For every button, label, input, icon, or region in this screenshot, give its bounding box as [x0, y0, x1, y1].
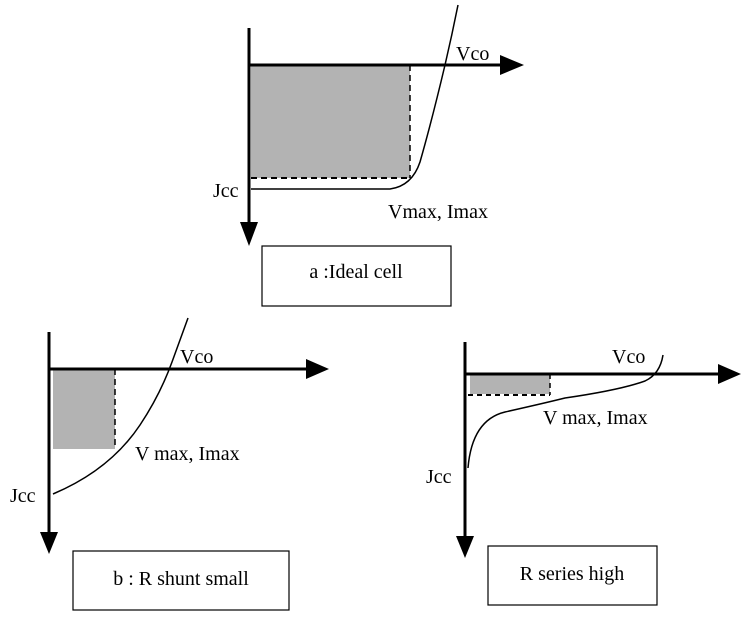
series-iv-curve — [467, 354, 664, 469]
shunt-voltage-axis-arrow-icon — [306, 359, 329, 379]
ideal-power-area — [251, 65, 410, 178]
ideal-voc-label: Vco — [456, 43, 489, 65]
ideal-cell-diagram: Vco Jcc Vmax, Imax a :Ideal cell — [213, 4, 524, 307]
ideal-current-axis-arrow-icon — [240, 222, 258, 246]
ideal-jsc-label: Jcc — [213, 180, 239, 202]
shunt-caption-box — [72, 550, 290, 611]
series-voc-label: Vco — [612, 346, 645, 368]
shunt-current-axis-arrow-icon — [40, 532, 58, 554]
shunt-iv-curve — [52, 317, 189, 495]
series-diagram: Vco Jcc V max, Imax R series high — [426, 342, 741, 606]
shunt-diagram: Vco Jcc V max, Imax b : R shunt small — [10, 317, 329, 611]
series-voltage-axis-arrow-icon — [718, 364, 741, 384]
series-mpp-label: V max, Imax — [543, 407, 648, 429]
series-current-axis-arrow-icon — [456, 536, 474, 558]
ideal-mpp-label: Vmax, Imax — [388, 201, 488, 223]
shunt-power-area — [53, 369, 115, 449]
series-power-area — [470, 374, 550, 394]
series-jsc-label: Jcc — [426, 466, 452, 488]
ideal-voltage-axis-arrow-icon — [500, 55, 524, 75]
ideal-caption-box — [261, 245, 452, 307]
series-caption-box — [487, 545, 658, 606]
shunt-caption: b : R shunt small — [113, 568, 249, 590]
shunt-voc-label: Vco — [180, 346, 213, 368]
ideal-caption: a :Ideal cell — [309, 261, 403, 283]
shunt-mpp-label: V max, Imax — [135, 443, 240, 465]
series-caption: R series high — [520, 563, 624, 585]
shunt-jsc-label: Jcc — [10, 485, 36, 507]
ideal-iv-curve — [251, 4, 459, 190]
